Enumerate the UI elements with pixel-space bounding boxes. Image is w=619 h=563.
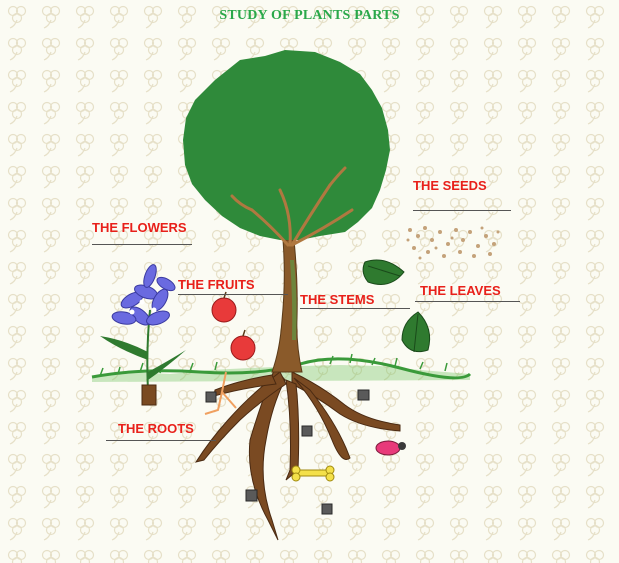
- label-fruits: THE FRUITS: [178, 277, 255, 292]
- fruits: [211, 291, 256, 361]
- leaves: [362, 259, 431, 353]
- label-roots: THE ROOTS: [118, 421, 194, 436]
- rocks: [205, 389, 370, 515]
- label-leaves-underline: [415, 301, 520, 302]
- page-title: STUDY OF PLANTS PARTS: [219, 8, 400, 23]
- label-stems: THE STEMS: [300, 292, 375, 307]
- label-leaves: THE LEAVES: [420, 283, 501, 298]
- label-fruits-underline: [178, 294, 288, 295]
- tree-branches: [230, 166, 354, 247]
- tree-roots: [194, 367, 401, 541]
- tree-foliage: [183, 50, 390, 240]
- flower-plant: [100, 264, 186, 406]
- root-sketch: [204, 371, 237, 415]
- seeds: [406, 226, 500, 260]
- label-seeds-underline: [413, 210, 511, 211]
- bug: [375, 440, 406, 456]
- label-flowers: THE FLOWERS: [92, 220, 187, 235]
- label-stems-underline: [300, 308, 410, 309]
- label-roots-underline: [106, 440, 216, 441]
- label-flowers-underline: [92, 244, 192, 245]
- trunk-highlight: [290, 260, 297, 340]
- label-seeds: THE SEEDS: [413, 178, 487, 193]
- bone: [291, 465, 335, 482]
